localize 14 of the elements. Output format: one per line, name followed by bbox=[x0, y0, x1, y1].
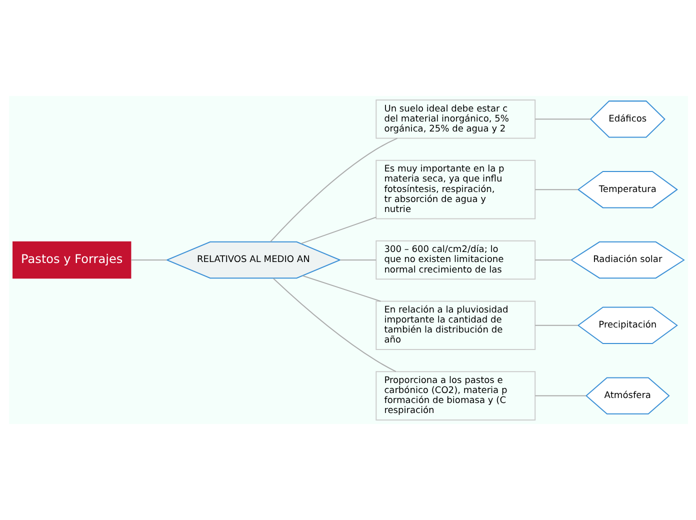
node-box: Es muy importante en la p materia seca, ya que influ fotosíntesis, respiración, tr absorción de agua y nutrie bbox=[375, 160, 536, 220]
connector bbox=[534, 118, 590, 120]
node-box: Pastos y Forrajes bbox=[12, 241, 131, 279]
node-box: En relación a la pluviosidad importante la cantidad de también la distribución de año bbox=[375, 300, 536, 350]
connector bbox=[272, 278, 396, 372]
connector bbox=[270, 138, 397, 242]
node-box: 300 – 600 cal/cm2/día; lo que no existen limitacione normal crecimiento de las bbox=[375, 240, 536, 280]
connector bbox=[300, 216, 376, 244]
connector bbox=[302, 275, 380, 302]
node-box: Un suelo ideal debe estar c del material inorgánico, 5% orgánica, 25% de agua y 2 bbox=[375, 100, 536, 139]
node-box: Proporciona a los pastos e carbónico (CO2), materia p formación de biomasa y (C respiración bbox=[375, 371, 536, 420]
connector bbox=[534, 395, 586, 396]
connector bbox=[534, 189, 578, 190]
connector bbox=[534, 324, 578, 326]
